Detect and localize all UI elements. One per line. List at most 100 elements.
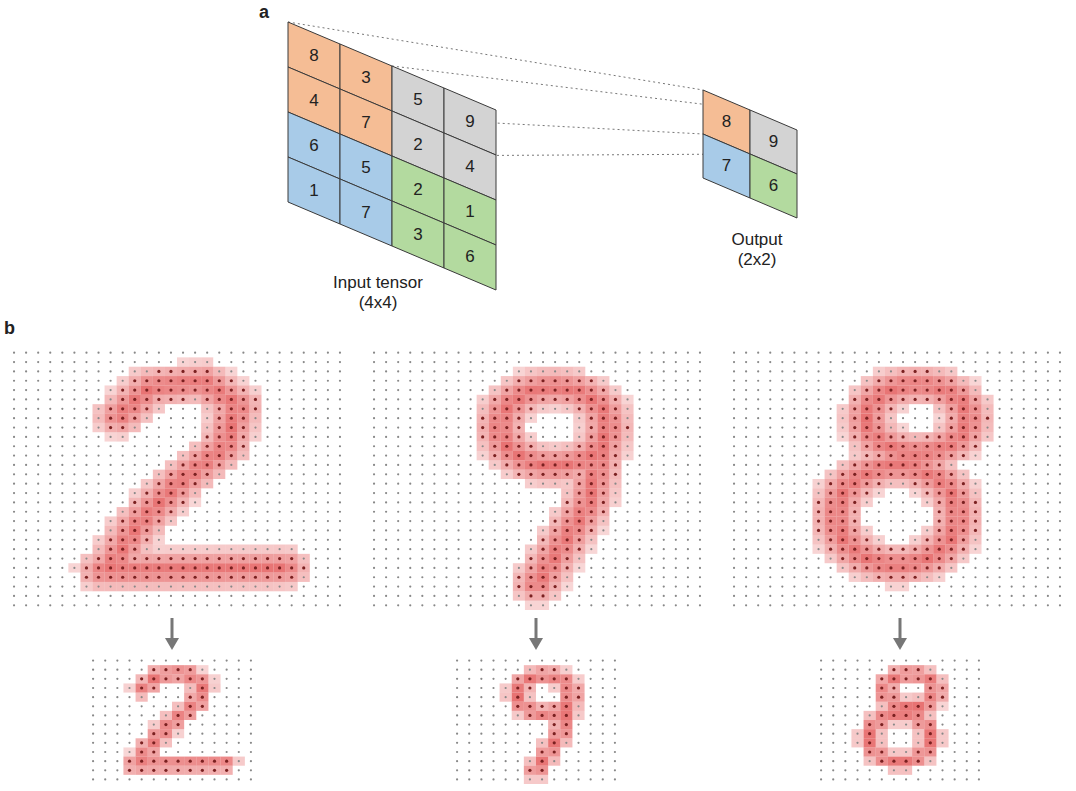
value-dot — [206, 370, 209, 373]
value-dot — [385, 445, 387, 447]
value-dot — [279, 492, 281, 494]
value-dot — [505, 389, 508, 392]
value-dot — [25, 576, 27, 578]
value-dot — [482, 380, 484, 382]
value-dot — [238, 705, 240, 707]
value-dot — [279, 464, 281, 466]
value-dot — [687, 445, 689, 447]
value-dot — [97, 586, 99, 588]
value-dot — [213, 742, 215, 744]
value-dot — [121, 398, 124, 401]
value-dot — [134, 445, 136, 447]
heat-cell — [196, 757, 208, 766]
heat-cell — [117, 414, 129, 423]
heat-cell — [213, 414, 225, 423]
value-dot — [614, 473, 617, 476]
value-dot — [146, 464, 148, 466]
heat-cell — [177, 470, 189, 479]
value-dot — [373, 511, 375, 513]
heat-cell — [597, 404, 609, 413]
value-dot — [493, 426, 496, 429]
heat-cell — [153, 404, 165, 413]
value-dot — [303, 436, 305, 438]
value-dot — [626, 398, 628, 400]
value-dot — [49, 604, 51, 606]
value-dot — [85, 370, 87, 372]
value-dot — [303, 557, 305, 559]
value-dot — [238, 687, 240, 689]
value-dot — [687, 473, 689, 475]
value-dot — [176, 668, 179, 671]
value-dot — [266, 352, 268, 354]
heat-cell — [597, 414, 609, 423]
value-dot — [250, 760, 252, 762]
value-dot — [675, 352, 677, 354]
value-dot — [145, 520, 148, 523]
value-dot — [201, 696, 204, 699]
value-dot — [61, 408, 63, 410]
value-dot — [470, 398, 472, 400]
heat-cell — [597, 442, 609, 451]
value-dot — [602, 482, 605, 485]
heat-cell — [298, 573, 310, 582]
value-dot — [279, 520, 281, 522]
value-dot — [566, 370, 568, 372]
heat-cell — [549, 554, 561, 563]
heat-cell — [237, 582, 249, 591]
value-dot — [230, 483, 232, 485]
value-dot — [128, 760, 131, 763]
value-dot — [110, 501, 112, 503]
value-dot — [542, 492, 544, 494]
value-dot — [140, 769, 143, 772]
value-dot — [250, 723, 252, 725]
value-dot — [73, 473, 75, 475]
value-dot — [13, 370, 15, 372]
value-dot — [92, 705, 94, 707]
heat-cell — [153, 545, 165, 554]
value-dot — [110, 586, 112, 588]
value-dot — [675, 501, 677, 503]
value-dot — [482, 492, 484, 494]
value-dot — [206, 445, 209, 448]
value-dot — [266, 529, 268, 531]
value-dot — [445, 361, 447, 363]
value-dot — [315, 604, 317, 606]
value-dot — [542, 426, 544, 428]
value-dot — [614, 398, 617, 401]
value-dot — [92, 751, 94, 753]
heat-cell — [561, 404, 573, 413]
value-dot — [494, 501, 496, 503]
heat-cell — [249, 432, 261, 441]
value-dot — [170, 445, 172, 447]
value-dot — [206, 595, 208, 597]
heat-cell — [123, 766, 135, 775]
value-dot — [230, 501, 232, 503]
heat-cell — [189, 376, 201, 385]
heat-cell — [221, 766, 233, 775]
value-dot — [201, 733, 203, 735]
value-dot — [303, 520, 305, 522]
heat-cell — [573, 545, 585, 554]
value-dot — [213, 669, 215, 671]
value-dot — [238, 669, 240, 671]
heat-cell — [489, 451, 501, 460]
value-dot — [122, 473, 124, 475]
value-dot — [73, 539, 75, 541]
value-dot — [530, 417, 532, 419]
value-dot — [339, 567, 341, 569]
value-dot — [141, 733, 143, 735]
value-dot — [250, 696, 252, 698]
value-dot — [433, 380, 435, 382]
heat-cell — [537, 442, 549, 451]
value-dot — [409, 436, 411, 438]
heat-cell — [237, 545, 249, 554]
value-dot — [327, 380, 329, 382]
value-dot — [97, 352, 99, 354]
heat-cell — [585, 516, 597, 525]
value-dot — [25, 408, 27, 410]
heat-cell — [597, 526, 609, 535]
value-dot — [165, 696, 167, 698]
value-dot — [663, 511, 665, 513]
value-dot — [230, 352, 232, 354]
value-dot — [445, 511, 447, 513]
